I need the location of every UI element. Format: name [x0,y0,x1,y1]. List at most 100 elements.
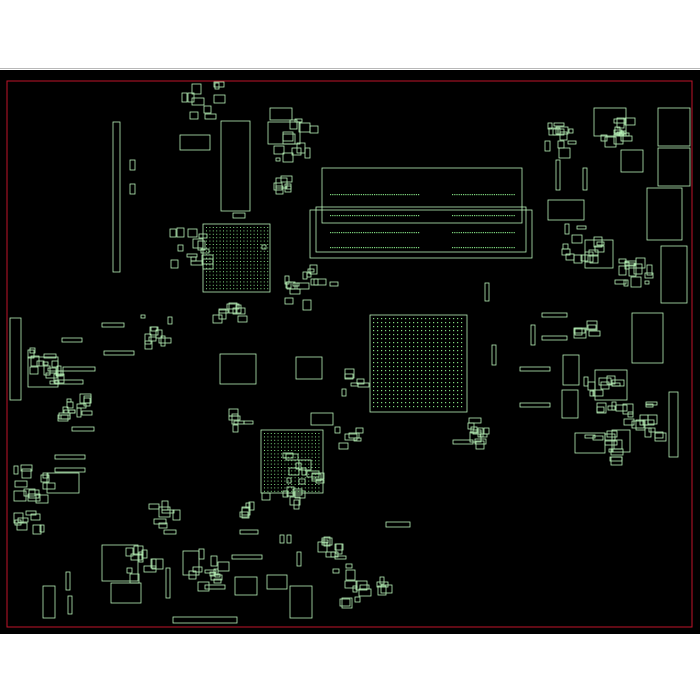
pin [253,227,255,228]
pin [277,463,279,465]
pin [377,334,379,336]
pcb-board-canvas[interactable] [0,70,700,634]
pin [425,370,427,372]
passive-lower-left [14,519,22,526]
pin [219,281,221,283]
pin [301,473,303,475]
pin [343,232,345,234]
pin [461,362,463,364]
pin [270,473,272,475]
pin [257,288,258,290]
pin [246,227,248,228]
pin [429,386,431,388]
passive-bottom-center [332,568,340,574]
pin [332,215,334,217]
pin [449,342,451,344]
pin [304,460,306,462]
pin [260,267,262,269]
strip-component-0 [101,322,125,328]
pin [393,342,395,344]
passive-left [43,365,51,376]
pin [437,318,439,320]
passive-bottom-center-lower [341,597,353,609]
pin [374,232,376,234]
pin [212,264,214,266]
passive-right [588,249,599,257]
pin [243,264,245,266]
pin [216,261,218,262]
bottom-small-chip [234,576,258,596]
pin [216,233,218,235]
pin [373,362,375,364]
pin [385,194,387,196]
vertical-strip-8 [129,183,136,195]
memory-slot-pins-a [330,194,420,196]
pin [409,322,411,324]
pin [381,390,383,392]
pin [502,247,504,249]
pin [212,274,214,276]
pin [287,460,289,462]
pin [216,288,218,290]
pin [318,480,320,482]
viewer-bottom-bar [0,634,700,700]
pin [445,322,447,324]
pin [474,232,476,234]
pin [381,322,383,324]
pin [206,237,207,239]
passive-south [295,462,302,470]
pin [308,473,310,475]
pin [260,264,262,266]
pin [415,247,417,249]
pin [281,460,282,462]
pin [453,350,455,352]
passive-cpu-left [356,378,365,385]
pin [294,487,296,489]
pin [229,274,231,276]
strip-component-8 [541,312,568,318]
pin [433,370,435,372]
passive-lower-left [13,512,24,524]
ic-chip-4 [620,149,644,173]
pin [277,470,279,472]
memory-slot-pins-h [452,247,515,249]
pin [391,215,393,217]
pin [421,346,423,348]
pin [226,288,228,290]
pin [243,240,245,242]
ic-chip-5 [101,544,139,582]
pin [250,244,252,245]
pin [206,244,207,245]
pin [445,342,447,344]
pin [425,366,427,368]
pin [441,402,443,404]
passive-bottom [188,570,197,580]
pin [425,390,427,392]
pin [409,390,411,392]
pin [226,284,228,286]
pin [291,477,293,479]
pin [397,334,399,336]
pin [405,386,407,388]
pin [263,288,265,290]
pin [298,490,299,492]
pin [377,386,379,388]
pin [389,338,391,340]
vertical-strip-5 [65,571,71,591]
passive-chipset-bottom [235,304,242,314]
pin [336,247,338,249]
edge-connector-left [9,317,22,401]
pin [358,194,360,196]
pin [437,342,439,344]
passive-south-bottom [261,492,271,501]
pin [461,342,463,344]
pin [409,358,411,360]
pin [243,257,245,259]
ic-chip-8 [561,389,579,419]
pin [298,456,299,458]
pin [250,247,252,249]
pin [391,232,393,234]
passive-bottom-center [345,569,356,581]
pin [413,354,415,356]
passive-top-mid [291,147,302,156]
